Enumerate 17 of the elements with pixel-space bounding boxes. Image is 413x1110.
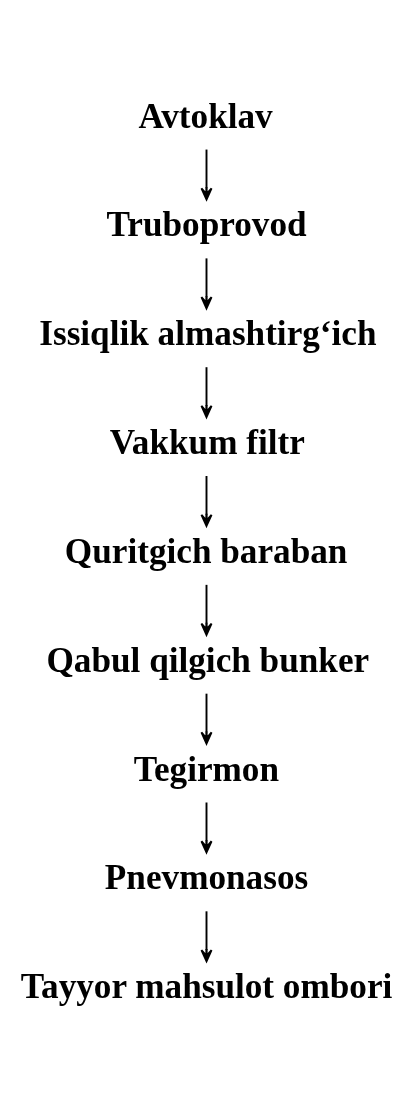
node-text: Tayyor mahsulot ombori — [20, 966, 393, 1006]
arrow — [200, 148, 213, 200]
arrow — [200, 474, 213, 527]
arrow — [200, 909, 213, 962]
node-text: Truboprovod — [106, 204, 307, 244]
node-text: Vakkum filtr — [109, 422, 305, 462]
arrow — [200, 256, 213, 309]
arrow — [200, 801, 213, 853]
node-text: Qabul qilgich bunker — [46, 640, 370, 680]
node-text: Issiqlik almashtirg‘ich — [39, 313, 377, 353]
arrow — [200, 365, 213, 418]
node-text: Quritgich baraban — [64, 531, 348, 571]
node-text: Tegirmon — [133, 749, 280, 789]
arrow — [200, 692, 213, 745]
arrow — [200, 583, 213, 636]
node-text: Avtoklav — [138, 96, 273, 136]
node-text: Pnevmonasos — [104, 857, 309, 897]
